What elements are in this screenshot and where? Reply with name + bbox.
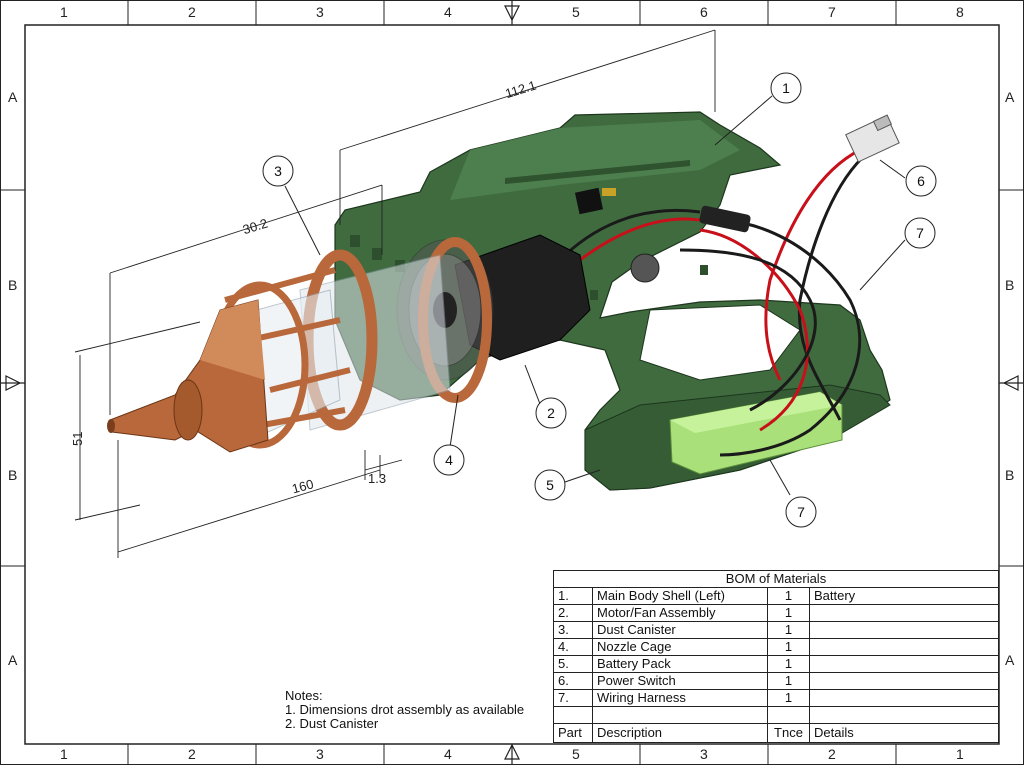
col-top-1: 1 [60, 4, 68, 20]
dim-base-length: 160 [290, 476, 315, 496]
bom-part: 4. [553, 638, 593, 656]
bom-part: 3. [553, 621, 593, 639]
leader-lines [284, 95, 906, 496]
bom-row: 1. Main Body Shell (Left) 1 Battery [553, 587, 999, 605]
bom-header-desc: Description [592, 723, 768, 743]
dim-canister-length: 30.2 [241, 216, 270, 238]
col-bottom-5: 5 [572, 746, 580, 762]
bom-row: 7. Wiring Harness 1 [553, 689, 999, 707]
bom-desc: Main Body Shell (Left) [592, 587, 768, 605]
col-top-4: 4 [444, 4, 452, 20]
bom-header-part: Part [553, 723, 593, 743]
bom-qty: 1 [767, 689, 810, 707]
row-right-1: A [1005, 89, 1015, 105]
balloon-7b: 7 [797, 504, 805, 520]
battery-pack [669, 391, 843, 475]
bom-details [809, 621, 999, 639]
bom-desc: Motor/Fan Assembly [592, 604, 768, 622]
balloon-7a: 7 [916, 225, 924, 241]
copper-nozzle [107, 299, 269, 453]
balloon-2: 2 [547, 405, 555, 421]
col-top-5: 5 [572, 4, 580, 20]
row-left-2: B [8, 277, 18, 293]
bom-part: 6. [553, 672, 593, 690]
drawing-notes: Notes: 1. Dimensions drot assembly as av… [285, 689, 524, 731]
row-left-1: A [8, 89, 18, 105]
bom-desc: Nozzle Cage [592, 638, 768, 656]
balloon-5: 5 [546, 477, 554, 493]
bom-header-qty: Tnce [767, 723, 810, 743]
bom-row-blank [553, 706, 999, 724]
balloon-3: 3 [274, 163, 282, 179]
dim-overall-length: 112.1 [503, 78, 538, 102]
balloon-4: 4 [445, 452, 453, 468]
bom-desc: Wiring Harness [592, 689, 768, 707]
dim-height: 51 [70, 432, 85, 446]
bom-header-details: Details [809, 723, 999, 743]
notes-line-2: 2. Dust Canister [285, 716, 379, 731]
bom-row: 3. Dust Canister 1 [553, 621, 999, 639]
bom-qty: 1 [767, 655, 810, 673]
row-left-4: A [8, 652, 18, 668]
bom-details: Battery [809, 587, 999, 605]
bom-details [809, 604, 999, 622]
bom-part: 5. [553, 655, 593, 673]
dimension-lines [74, 29, 716, 558]
bom-desc: Battery Pack [592, 655, 768, 673]
col-bottom-3: 3 [316, 746, 324, 762]
notes-line-1: 1. Dimensions drot assembly as available [285, 702, 525, 717]
bom-details [809, 655, 999, 673]
bom-details [809, 689, 999, 707]
row-right-4: A [1005, 652, 1015, 668]
bom-header-row: Part Description Tnce Details [553, 723, 999, 743]
bom-qty: 1 [767, 587, 810, 605]
bom-qty: 1 [767, 604, 810, 622]
col-bottom-2: 2 [188, 746, 196, 762]
bom-row: 5. Battery Pack 1 [553, 655, 999, 673]
bom-details [809, 672, 999, 690]
bom-row: 4. Nozzle Cage 1 [553, 638, 999, 656]
col-top-2: 2 [188, 4, 196, 20]
bom-desc: Power Switch [592, 672, 768, 690]
balloon-1: 1 [782, 80, 790, 96]
balloon-circles [262, 72, 937, 528]
wiring-harness [558, 148, 864, 457]
dim-gap: 1.3 [368, 471, 386, 486]
row-left-3: B [8, 467, 18, 483]
col-top-6: 6 [700, 4, 708, 20]
col-top-3: 3 [316, 4, 324, 20]
col-bottom-1: 1 [60, 746, 68, 762]
bom-details [809, 638, 999, 656]
bom-part: 7. [553, 689, 593, 707]
col-bottom-7: 2 [828, 746, 836, 762]
col-bottom-8: 1 [956, 746, 964, 762]
barrel-jack [630, 253, 660, 283]
row-right-3: B [1005, 467, 1015, 483]
bom-qty: 1 [767, 638, 810, 656]
dc-connector [699, 205, 751, 233]
bom-row: 2. Motor/Fan Assembly 1 [553, 604, 999, 622]
bom-table: BOM of Materials 1. Main Body Shell (Lef… [553, 570, 999, 743]
col-top-7: 7 [828, 4, 836, 20]
bom-part: 2. [553, 604, 593, 622]
bom-qty: 1 [767, 672, 810, 690]
bom-desc: Dust Canister [592, 621, 768, 639]
balloon-labels: 1 2 3 4 5 6 7 7 [274, 80, 925, 520]
col-top-8: 8 [956, 4, 964, 20]
notes-title: Notes: [285, 688, 323, 703]
row-right-2: B [1005, 277, 1015, 293]
col-bottom-6: 3 [700, 746, 708, 762]
bom-row: 6. Power Switch 1 [553, 672, 999, 690]
bom-part: 1. [553, 587, 593, 605]
balloon-6: 6 [917, 173, 925, 189]
bom-title: BOM of Materials [553, 570, 999, 588]
bom-qty: 1 [767, 621, 810, 639]
power-switch-connector [845, 114, 900, 163]
col-bottom-4: 4 [444, 746, 452, 762]
